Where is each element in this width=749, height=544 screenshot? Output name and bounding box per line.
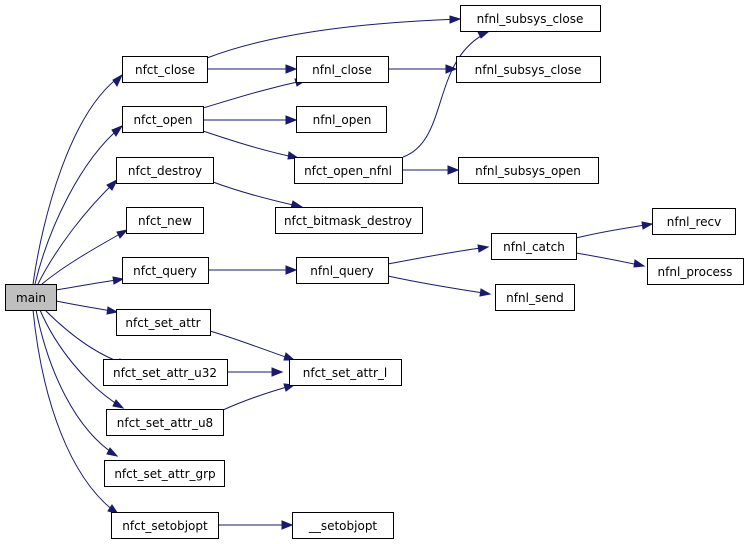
node-label: nfct_open_nfnl	[304, 164, 392, 178]
node-label: nfnl_catch	[503, 240, 565, 254]
node-nfct-set-attr-l[interactable]: nfct_set_attr_l	[289, 359, 402, 386]
node-label: nfnl_send	[506, 291, 564, 305]
edge-main-nfct-query	[55, 276, 125, 291]
node-label: nfct_query	[133, 264, 197, 278]
node-nfct-close[interactable]: nfct_close	[122, 56, 208, 83]
edge-nfct-close-nfnl-close	[207, 64, 298, 74]
edge-nfct-set-attr-u32-nfct-set-attr-l	[227, 367, 284, 377]
node-label: nfnl_subsys_open	[475, 164, 581, 178]
node-nfct-destroy[interactable]: nfct_destroy	[116, 157, 214, 184]
node-nfct-open[interactable]: nfct_open	[122, 106, 204, 133]
edge-nfnl-query-nfnl-catch	[387, 244, 490, 265]
edge-nfct-open-nfnl-close	[202, 78, 308, 109]
edge-main-nfct-destroy	[37, 178, 119, 285]
node-label: nfnl_recv	[667, 215, 722, 229]
node-nfnl-subsys-close-top[interactable]: nfnl_subsys_close	[460, 5, 601, 32]
edge-nfnl-close-nfnl-subsys-close-b	[388, 64, 458, 74]
node-label: nfct_set_attr	[125, 316, 200, 330]
edge-nfnl-catch-nfnl-process	[575, 252, 646, 268]
edge-main-nfct-set-attr-grp	[35, 309, 119, 457]
node-nfnl-catch[interactable]: nfnl_catch	[491, 233, 577, 260]
node-label: nfnl_process	[658, 265, 733, 279]
node-nfnl-recv[interactable]: nfnl_recv	[652, 208, 736, 235]
edge-nfnl-query-nfnl-send	[387, 275, 492, 297]
node-label: nfct_setobjopt	[122, 519, 208, 533]
node-label: nfct_new	[138, 214, 192, 228]
node-label: __setobjopt	[308, 519, 378, 533]
node-main[interactable]: main	[5, 284, 57, 311]
node-label: nfct_set_attr_u8	[117, 416, 213, 430]
node-label: nfct_set_attr_grp	[114, 467, 215, 481]
edge-main-nfct-set-attr-u32	[44, 309, 130, 367]
node-setobjopt[interactable]: __setobjopt	[292, 512, 394, 539]
node-label: nfnl_subsys_close	[475, 63, 582, 77]
edge-main-nfct-new	[41, 229, 129, 285]
edge-nfct-open-nfnl-open	[203, 115, 298, 125]
node-nfct-set-attr-u8[interactable]: nfct_set_attr_u8	[106, 409, 224, 436]
edge-main-nfct-set-attr	[55, 300, 119, 315]
node-nfnl-process[interactable]: nfnl_process	[647, 258, 744, 285]
edge-main-nfct-open	[34, 124, 124, 285]
node-label: nfct_bitmask_destroy	[284, 214, 412, 228]
edge-nfct-query-nfnl-query	[208, 265, 298, 275]
node-nfct-setobjopt[interactable]: nfct_setobjopt	[111, 512, 219, 539]
edge-nfct-set-attr-nfct-set-attr-l	[209, 330, 296, 361]
edge-nfct-close-nfnl-subsys-close-a	[206, 15, 462, 59]
edge-nfct-open-nfnl-nfnl-subsys-open	[403, 165, 460, 175]
node-nfct-open-nfnl[interactable]: nfct_open_nfnl	[294, 157, 403, 184]
node-nfnl-query[interactable]: nfnl_query	[296, 257, 389, 284]
edge-main-nfct-close	[32, 73, 124, 285]
node-label: nfct_set_attr_l	[303, 366, 388, 380]
node-label: nfnl_subsys_close	[477, 12, 584, 26]
edge-layer	[32, 15, 654, 530]
node-layer: main nfct_close nfct_open nfct_destroy n…	[5, 5, 744, 539]
node-nfnl-close[interactable]: nfnl_close	[296, 56, 389, 83]
edge-nfct-set-attr-u8-nfct-set-attr-l	[222, 383, 296, 411]
node-label: nfct_set_attr_u32	[113, 366, 217, 380]
edge-nfct-setobjopt-setobjopt	[218, 520, 294, 530]
node-nfnl-subsys-open[interactable]: nfnl_subsys_open	[458, 157, 599, 184]
node-label: nfct_close	[135, 63, 195, 77]
edge-nfnl-catch-nfnl-recv	[575, 221, 654, 239]
node-nfct-new[interactable]: nfct_new	[126, 207, 204, 234]
node-nfct-query[interactable]: nfct_query	[122, 257, 209, 284]
node-nfnl-subsys-close-mid[interactable]: nfnl_subsys_close	[456, 56, 601, 83]
edge-nfct-destroy-nfct-bitmask-destroy	[212, 181, 304, 209]
node-nfct-set-attr-u32[interactable]: nfct_set_attr_u32	[103, 359, 228, 386]
node-nfct-set-attr[interactable]: nfct_set_attr	[116, 309, 211, 336]
node-label: nfct_destroy	[128, 164, 202, 178]
node-label: nfnl_close	[312, 63, 372, 77]
node-label: nfnl_open	[313, 113, 372, 127]
node-nfnl-send[interactable]: nfnl_send	[495, 284, 575, 311]
node-nfct-bitmask-destroy[interactable]: nfct_bitmask_destroy	[275, 207, 423, 234]
node-label: main	[16, 291, 46, 305]
edge-main-nfct-set-attr-u8	[39, 309, 125, 409]
node-nfct-set-attr-grp[interactable]: nfct_set_attr_grp	[104, 460, 225, 487]
node-nfnl-open[interactable]: nfnl_open	[296, 106, 387, 133]
edge-nfct-open-nfnl-nfnl-subsys-close-a	[402, 31, 490, 158]
node-label: nfct_open	[133, 113, 192, 127]
node-label: nfnl_query	[310, 264, 373, 278]
edge-nfct-open-nfct-open-nfnl	[202, 130, 300, 160]
